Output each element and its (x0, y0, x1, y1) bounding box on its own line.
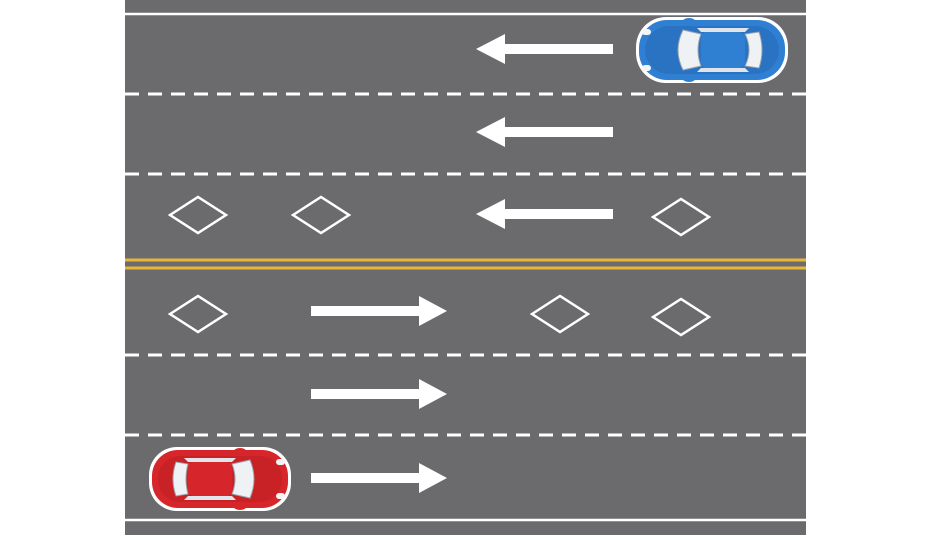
red-car-icon (149, 447, 291, 511)
arrow-right-icon (311, 379, 447, 409)
arrow-left-icon (476, 117, 613, 147)
diamond-marking (650, 197, 712, 237)
arrow-right-icon (311, 296, 447, 326)
diamond-marking (650, 297, 712, 337)
diamond-marking (529, 294, 591, 334)
diamond-marking (167, 294, 229, 334)
blue-car-icon (636, 17, 788, 83)
arrow-left-icon (476, 199, 613, 229)
hov-diamonds-lower (167, 294, 712, 337)
arrows-left-direction (476, 34, 613, 229)
diamond-marking (167, 195, 229, 235)
diamond-marking (290, 195, 352, 235)
arrow-right-icon (311, 463, 447, 493)
arrow-left-icon (476, 34, 613, 64)
hov-diamonds-upper (167, 195, 712, 237)
center-double-yellow-line (125, 258, 806, 270)
arrows-right-direction (311, 296, 447, 493)
